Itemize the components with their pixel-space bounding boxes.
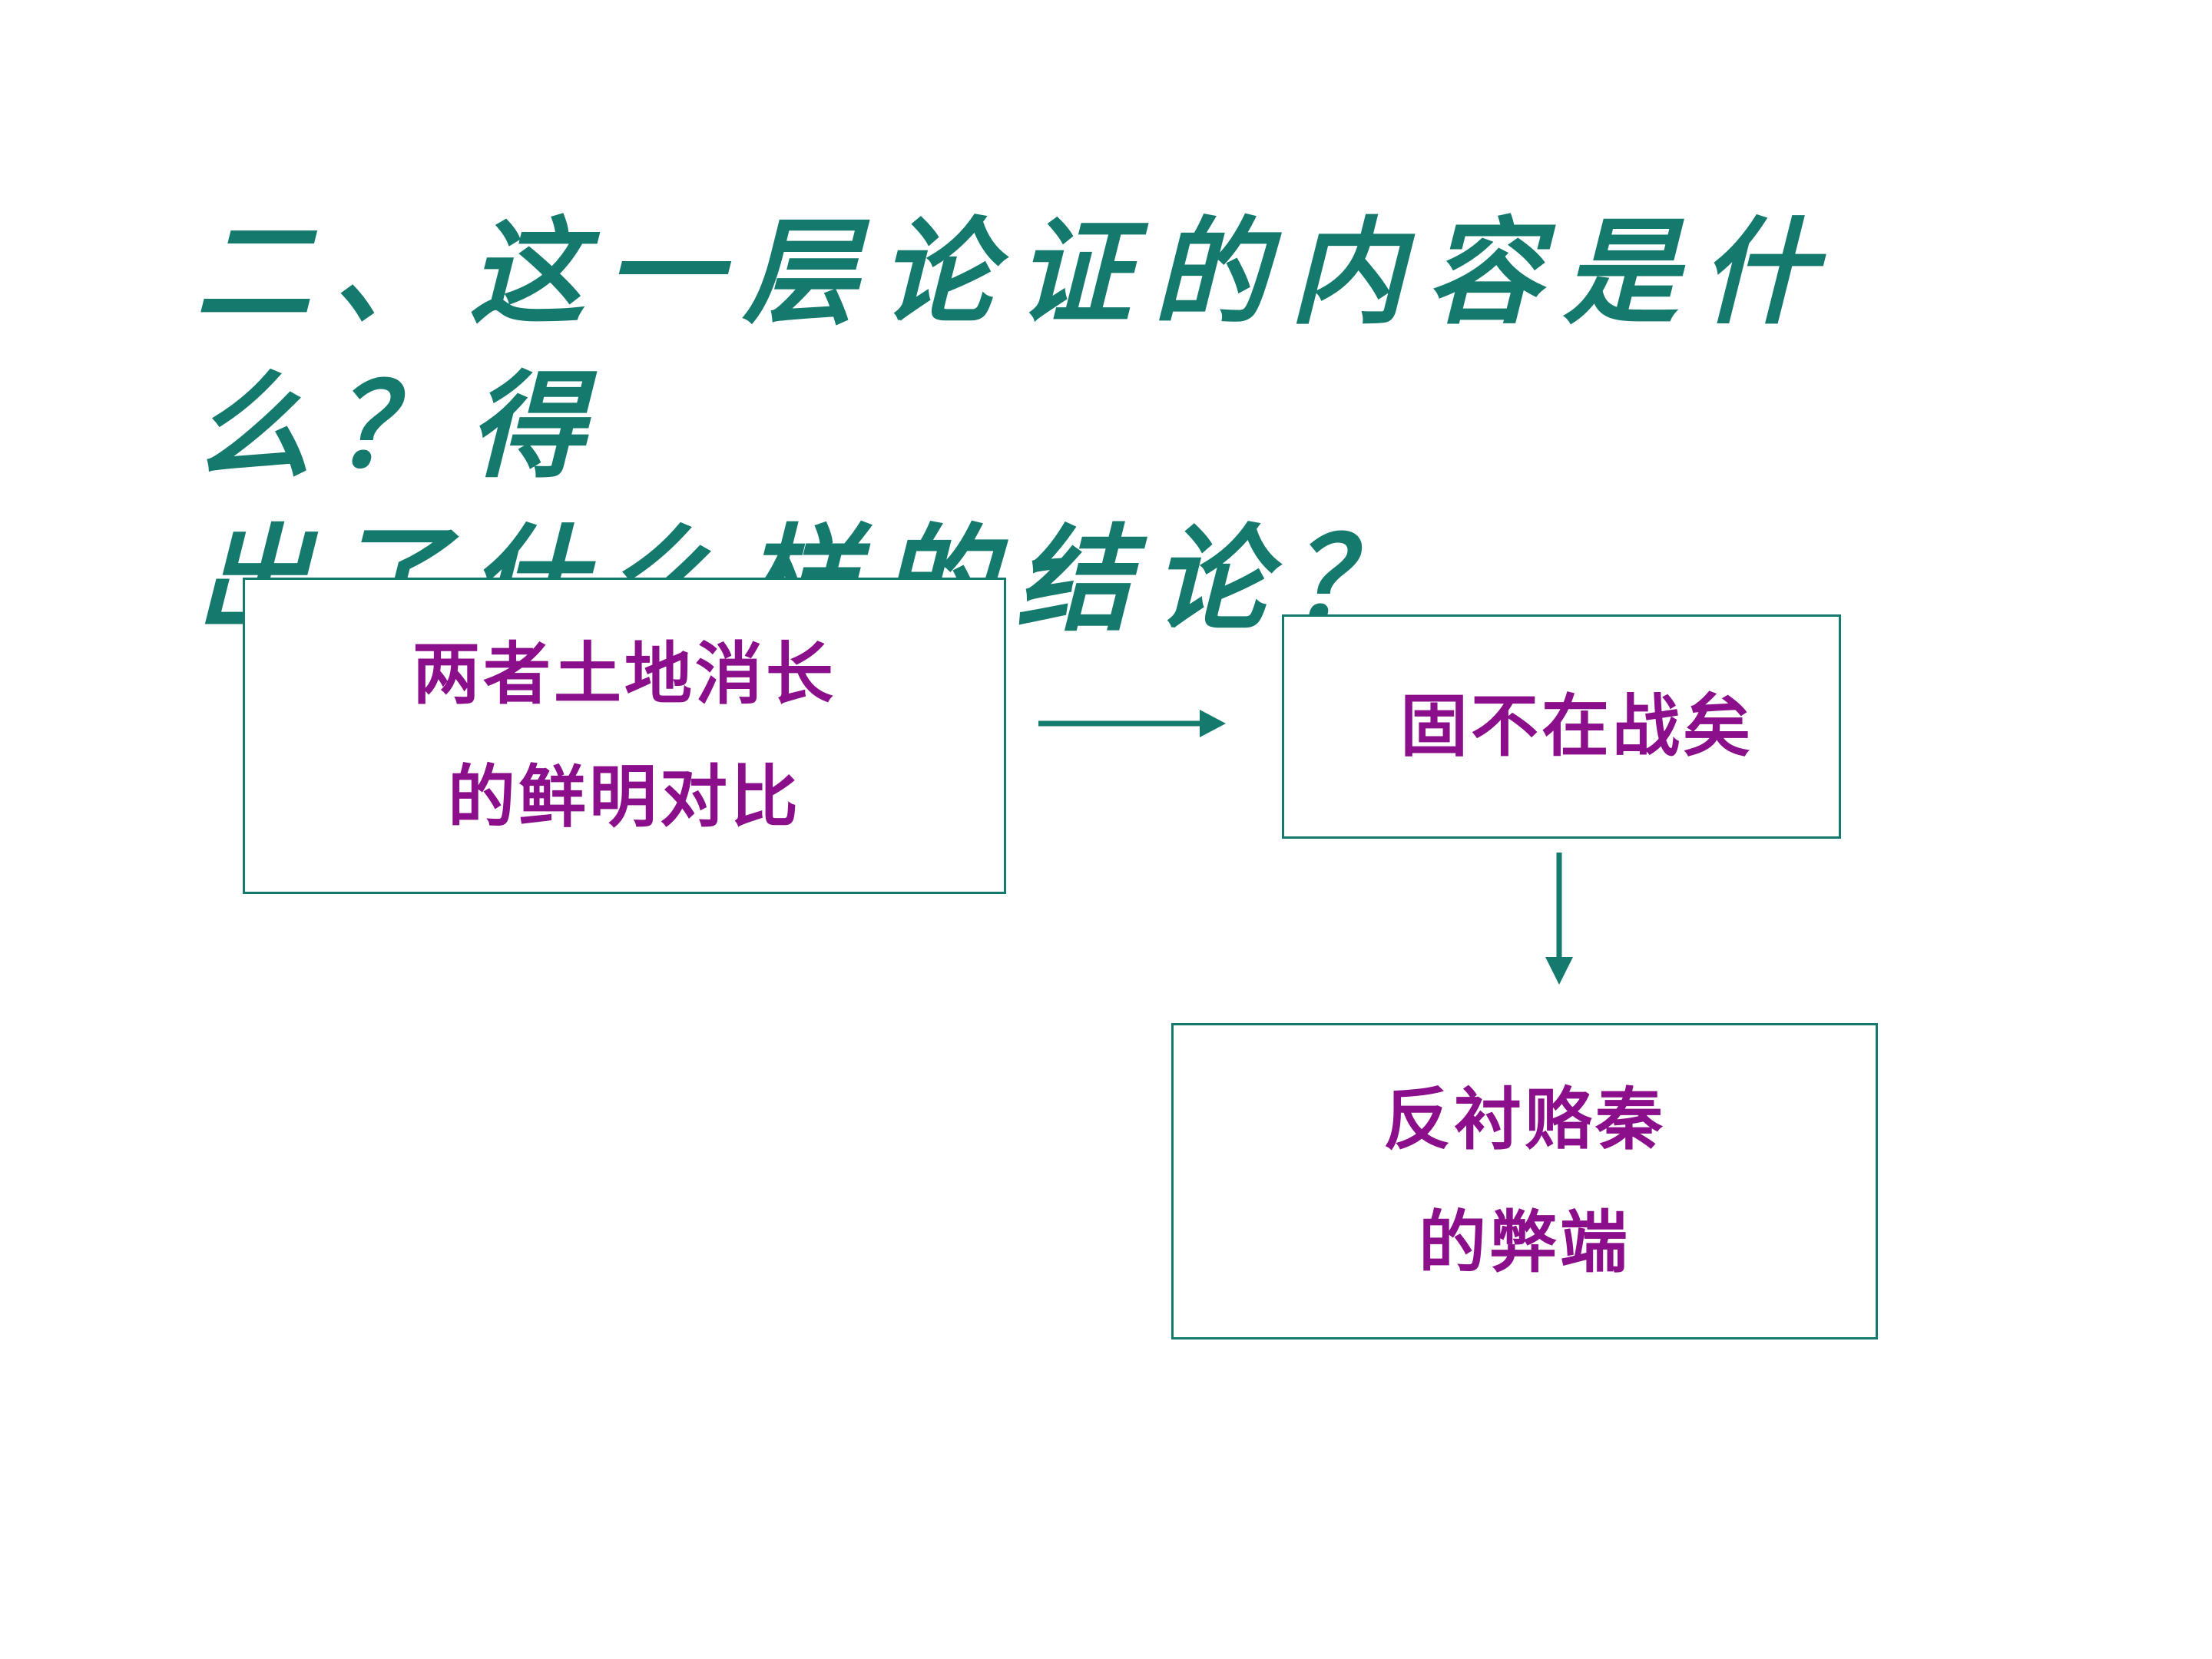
node-not-in-war-line-1: 固不在战矣 bbox=[1399, 687, 1753, 766]
node-bribery-drawback-text: 反衬赂秦 的弊端 bbox=[1383, 1058, 1666, 1304]
node-not-in-war: 固不在战矣 bbox=[1282, 614, 1841, 839]
arrow-b-to-c bbox=[1545, 853, 1573, 985]
slide-title: 二、这一层论证的内容是什么？得 出了什么样的结论？ bbox=[196, 196, 2085, 657]
node-bribery-drawback-line-2: 的弊端 bbox=[1418, 1203, 1631, 1282]
arrow-a-to-b bbox=[1038, 710, 1226, 737]
node-land-contrast-line-1: 两者土地消长 bbox=[412, 634, 836, 714]
node-bribery-drawback-line-1: 反衬赂秦 bbox=[1382, 1080, 1666, 1159]
node-land-contrast: 两者土地消长 的鲜明对比 bbox=[243, 578, 1006, 894]
node-land-contrast-text: 两者土地消长 的鲜明对比 bbox=[412, 613, 836, 859]
node-not-in-war-text: 固不在战矣 bbox=[1369, 665, 1753, 788]
node-land-contrast-line-2: 的鲜明对比 bbox=[447, 757, 801, 836]
title-line-1: 二、这一层论证的内容是什么？得 bbox=[196, 205, 1837, 494]
node-bribery-drawback: 反衬赂秦 的弊端 bbox=[1171, 1023, 1878, 1339]
